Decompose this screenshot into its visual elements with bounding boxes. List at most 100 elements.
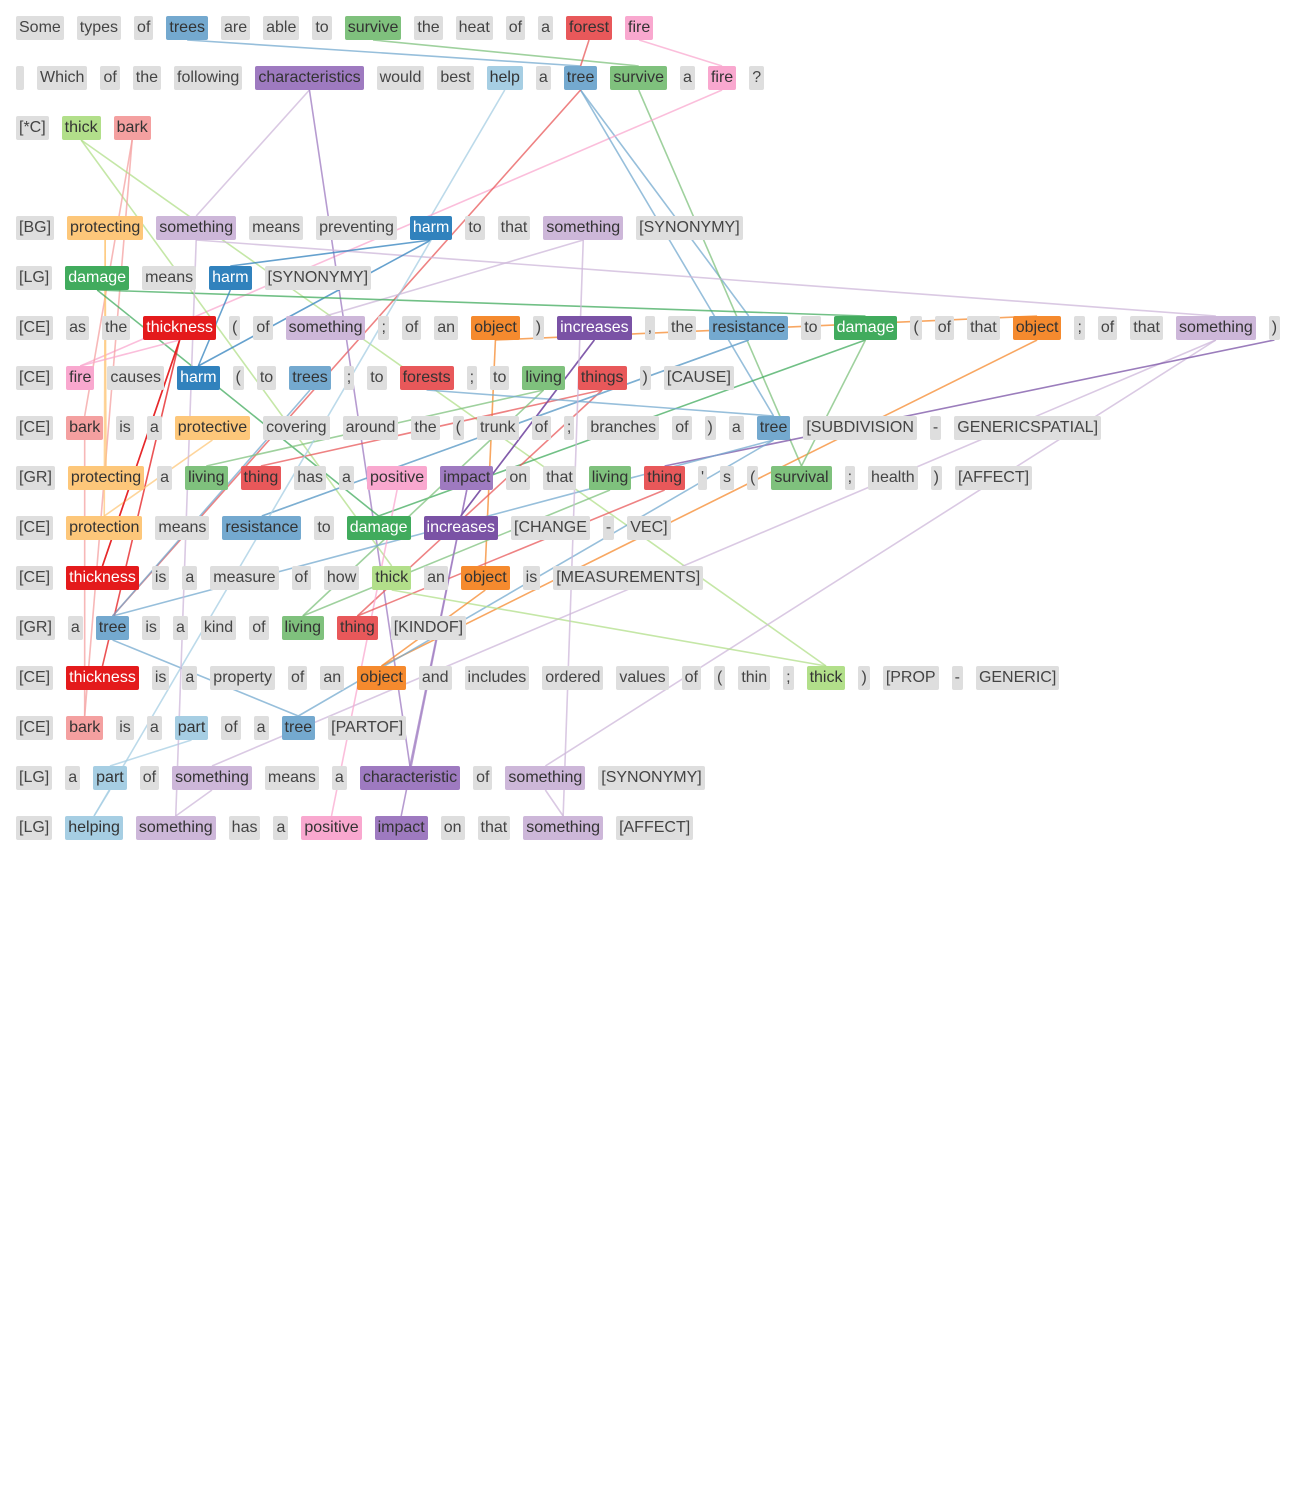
token: that [967,316,1000,340]
token: on [506,466,531,490]
token: ) [858,666,870,690]
token: [CHANGE [511,516,590,540]
token: [AFFECT] [954,466,1033,490]
highlighted-token: thickness [143,316,216,340]
token: ; [343,366,355,390]
link-line [97,289,866,317]
token: [LG] [16,816,53,840]
token: of [134,16,154,40]
highlighted-token: tree [563,66,598,90]
token: of [672,416,692,440]
token: ) [532,316,545,340]
highlighted-token: things [577,366,627,390]
token: VEC] [627,516,671,540]
highlighted-token: survive [344,16,402,40]
token: the [411,416,440,440]
highlighted-token: helping [65,816,123,840]
token: of [681,666,701,690]
token: [*C] [16,116,49,140]
token: the [132,66,162,90]
token: [GR] [16,466,55,490]
token: kind [200,616,237,640]
token: to [801,316,821,340]
token: [CE] [16,316,54,340]
token: of [249,616,269,640]
token: a [182,666,198,690]
token: would [376,66,425,90]
token: ? [749,66,765,90]
token: the [668,316,697,340]
token: [KINDOF] [390,616,467,640]
token: branches [587,416,660,440]
token: [LG] [16,766,53,790]
highlighted-token: protecting [67,466,145,490]
highlighted-token: fire [707,66,737,90]
token: [PROP [882,666,939,690]
token: that [1130,316,1163,340]
token: ; [783,666,794,690]
token: trunk [476,416,519,440]
token: [SYNONYMY] [598,766,705,790]
highlighted-token: harm [409,216,453,240]
token: of [288,666,308,690]
token: a [535,66,551,90]
token: Which [37,66,88,90]
token: is [522,566,541,590]
token: how [323,566,360,590]
token [16,66,24,90]
highlighted-token: bark [113,116,151,140]
link-line [230,239,432,267]
token: covering [263,416,330,440]
link-line [357,489,665,617]
link-line [211,339,1217,767]
token: a [273,816,289,840]
token: ; [466,366,478,390]
token: has [294,466,327,490]
token: a [67,616,83,640]
highlighted-token: bark [66,716,104,740]
token: health [868,466,918,490]
token: ( [228,316,241,340]
token: Some [16,16,64,40]
token: a [146,716,162,740]
token: includes [464,666,530,690]
token: [SYNONYMY] [636,216,743,240]
highlighted-token: something [543,216,624,240]
token: that [543,466,576,490]
token: the [102,316,131,340]
token: ) [704,416,716,440]
highlighted-token: part [174,716,209,740]
token: means [249,216,304,240]
token: ; [1074,316,1085,340]
token: [CE] [16,716,54,740]
token: a [331,766,347,790]
highlighted-token: tree [95,616,130,640]
link-line [80,139,393,567]
highlighted-token: something [1175,316,1256,340]
highlighted-token: thing [240,466,282,490]
token: of [291,566,311,590]
token: ( [714,666,726,690]
token: a [538,16,554,40]
token: - [951,666,963,690]
token: [SUBDIVISION [803,416,917,440]
token: thin [738,666,771,690]
highlighted-token: thickness [66,566,139,590]
token: to [490,366,510,390]
token: ( [232,366,244,390]
highlighted-token: object [460,566,510,590]
highlighted-token: characteristic [359,766,461,790]
link-line [197,239,432,367]
highlighted-token: object [357,666,406,690]
highlighted-token: protective [174,416,251,440]
token: a [680,66,695,90]
token: [CE] [16,516,54,540]
token: following [174,66,243,90]
